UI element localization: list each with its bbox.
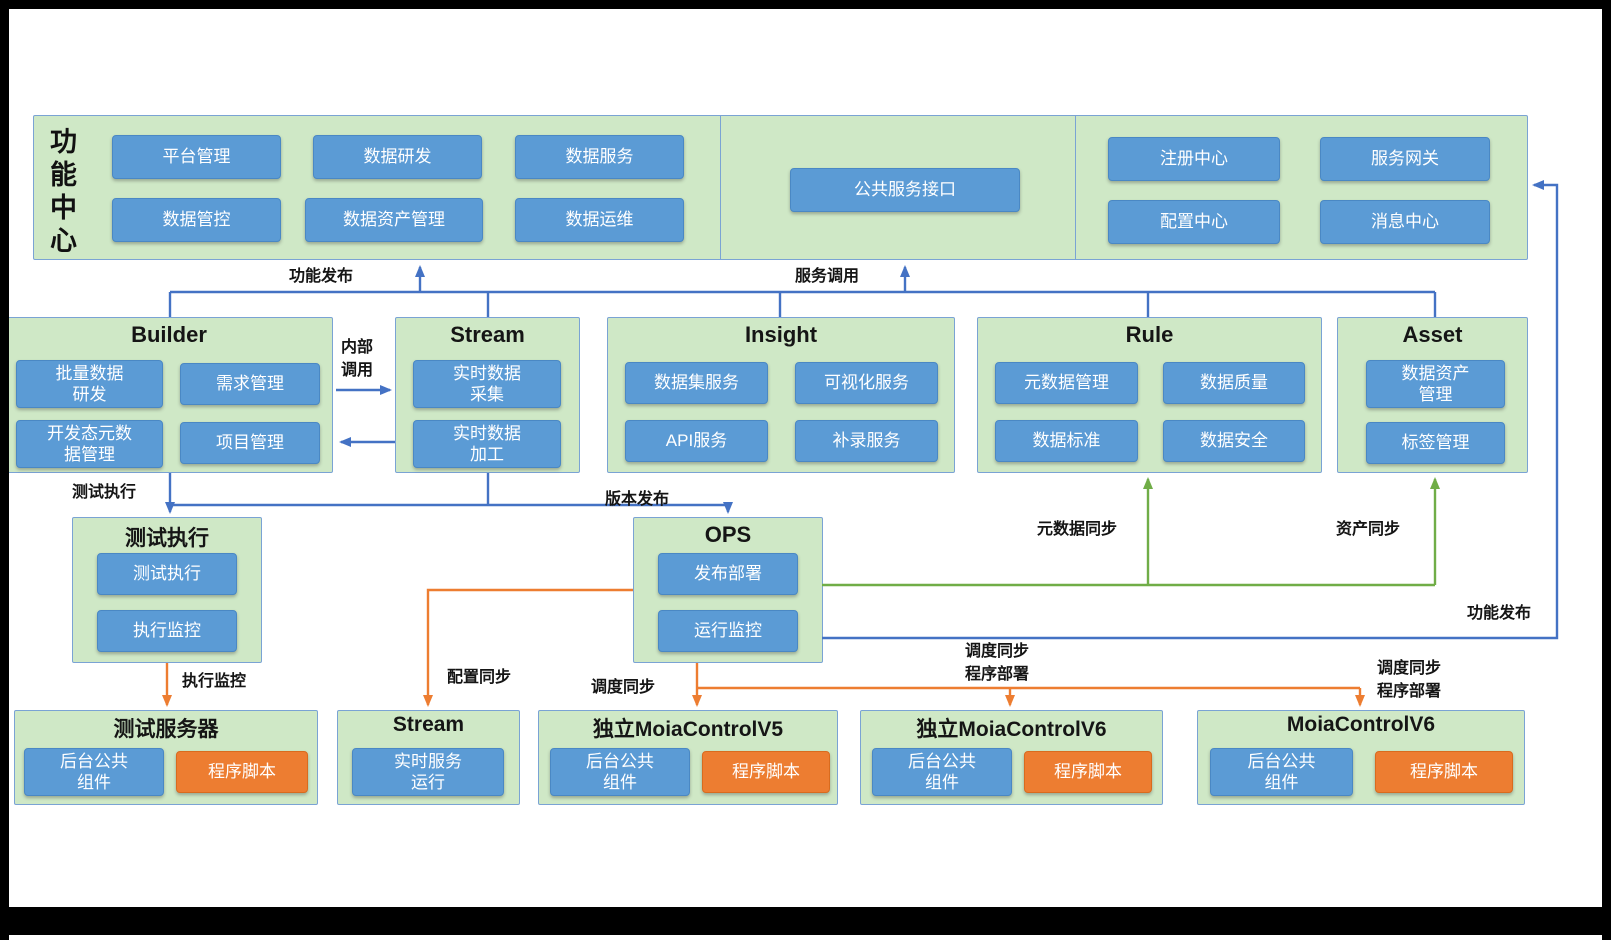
rule-title: Rule bbox=[1125, 322, 1174, 347]
btn-moia-v6-backend-common: 后台公共 组件 bbox=[1210, 748, 1353, 796]
btn-moia-v5-backend-common: 后台公共 组件 bbox=[550, 748, 690, 796]
stream-server-title: Stream bbox=[392, 713, 465, 736]
label-test-execution: 测试执行 bbox=[72, 484, 137, 501]
btn-realtime-service-run: 实时服务 运行 bbox=[352, 748, 504, 796]
btn-tag-mgmt: 标签管理 bbox=[1366, 422, 1505, 464]
btn-backfill-service: 补录服务 bbox=[795, 420, 938, 462]
function-center-title: 功能中心 bbox=[46, 127, 76, 259]
label-metadata-sync: 元数据同步 bbox=[1037, 521, 1118, 538]
builder-title: Builder bbox=[131, 322, 207, 347]
moia-v6-title: MoiaControlV6 bbox=[1286, 713, 1436, 736]
ops-title: OPS bbox=[704, 522, 752, 547]
btn-requirement-mgmt: 需求管理 bbox=[180, 363, 320, 405]
label-function-publish-top: 功能发布 bbox=[289, 268, 354, 285]
asset-title: Asset bbox=[1402, 322, 1463, 347]
label-internal-call: 内部 调用 bbox=[341, 339, 374, 380]
btn-project-mgmt: 项目管理 bbox=[180, 422, 320, 464]
btn-data-asset-mgmt: 数据资产管理 bbox=[305, 198, 483, 242]
btn-moia-v6s-backend-common: 后台公共 组件 bbox=[872, 748, 1012, 796]
label-schedule-sync-deploy-v6: 调度同步 程序部署 bbox=[1377, 660, 1442, 701]
letterbox-left bbox=[0, 0, 9, 940]
btn-metadata-mgmt: 元数据管理 bbox=[995, 362, 1138, 404]
label-exec-monitor: 执行监控 bbox=[182, 673, 247, 690]
btn-visualization-service: 可视化服务 bbox=[795, 362, 938, 404]
btn-platform-mgmt: 平台管理 bbox=[112, 135, 281, 179]
letterbox-bottom bbox=[0, 907, 1611, 935]
btn-message-center: 消息中心 bbox=[1320, 200, 1490, 244]
btn-asset-data-asset-mgmt: 数据资产 管理 bbox=[1366, 360, 1505, 408]
insight-title: Insight bbox=[744, 322, 818, 347]
test-exec-title: 测试执行 bbox=[125, 527, 209, 550]
label-config-sync: 配置同步 bbox=[447, 669, 512, 686]
btn-registry-center: 注册中心 bbox=[1108, 137, 1280, 181]
btn-release-deploy: 发布部署 bbox=[658, 553, 798, 595]
btn-realtime-data-collect: 实时数据 采集 bbox=[413, 360, 561, 408]
btn-data-control: 数据管控 bbox=[112, 198, 281, 242]
label-service-call: 服务调用 bbox=[795, 268, 860, 285]
stream-title: Stream bbox=[450, 322, 525, 347]
btn-api-service: API服务 bbox=[625, 420, 768, 462]
btn-data-service: 数据服务 bbox=[515, 135, 684, 179]
btn-realtime-data-process: 实时数据 加工 bbox=[413, 420, 561, 468]
btn-data-dev: 数据研发 bbox=[313, 135, 482, 179]
btn-batch-data-dev: 批量数据 研发 bbox=[16, 360, 163, 408]
btn-test-server-program-script: 程序脚本 bbox=[176, 751, 308, 793]
btn-test-exec: 测试执行 bbox=[97, 553, 237, 595]
function-center-divider-1 bbox=[720, 115, 721, 260]
btn-config-center: 配置中心 bbox=[1108, 200, 1280, 244]
label-schedule-sync-deploy-v6s: 调度同步 程序部署 bbox=[965, 643, 1030, 684]
label-asset-sync: 资产同步 bbox=[1336, 521, 1401, 538]
function-center-divider-2 bbox=[1075, 115, 1076, 260]
btn-moia-v5-program-script: 程序脚本 bbox=[702, 751, 830, 793]
test-server-title: 测试服务器 bbox=[113, 718, 219, 741]
label-function-publish-right: 功能发布 bbox=[1467, 605, 1532, 622]
label-version-release: 版本发布 bbox=[605, 491, 670, 508]
btn-data-ops: 数据运维 bbox=[515, 198, 684, 242]
btn-run-monitor: 运行监控 bbox=[658, 610, 798, 652]
btn-data-security: 数据安全 bbox=[1163, 420, 1305, 462]
btn-exec-monitor: 执行监控 bbox=[97, 610, 237, 652]
btn-moia-v6s-program-script: 程序脚本 bbox=[1024, 751, 1152, 793]
letterbox-right bbox=[1602, 0, 1611, 940]
btn-moia-v6-program-script: 程序脚本 bbox=[1375, 751, 1513, 793]
moia-v6-standalone-title: 独立MoiaControlV6 bbox=[916, 718, 1107, 741]
btn-service-gateway: 服务网关 bbox=[1320, 137, 1490, 181]
btn-dev-metadata-mgmt: 开发态元数 据管理 bbox=[16, 420, 163, 468]
letterbox-top bbox=[0, 0, 1611, 9]
btn-data-quality: 数据质量 bbox=[1163, 362, 1305, 404]
btn-test-server-backend-common: 后台公共 组件 bbox=[24, 748, 164, 796]
btn-data-standard: 数据标准 bbox=[995, 420, 1138, 462]
moia-v5-title: 独立MoiaControlV5 bbox=[592, 718, 784, 741]
btn-public-service-api: 公共服务接口 bbox=[790, 168, 1020, 212]
label-schedule-sync: 调度同步 bbox=[591, 679, 656, 696]
btn-dataset-service: 数据集服务 bbox=[625, 362, 768, 404]
